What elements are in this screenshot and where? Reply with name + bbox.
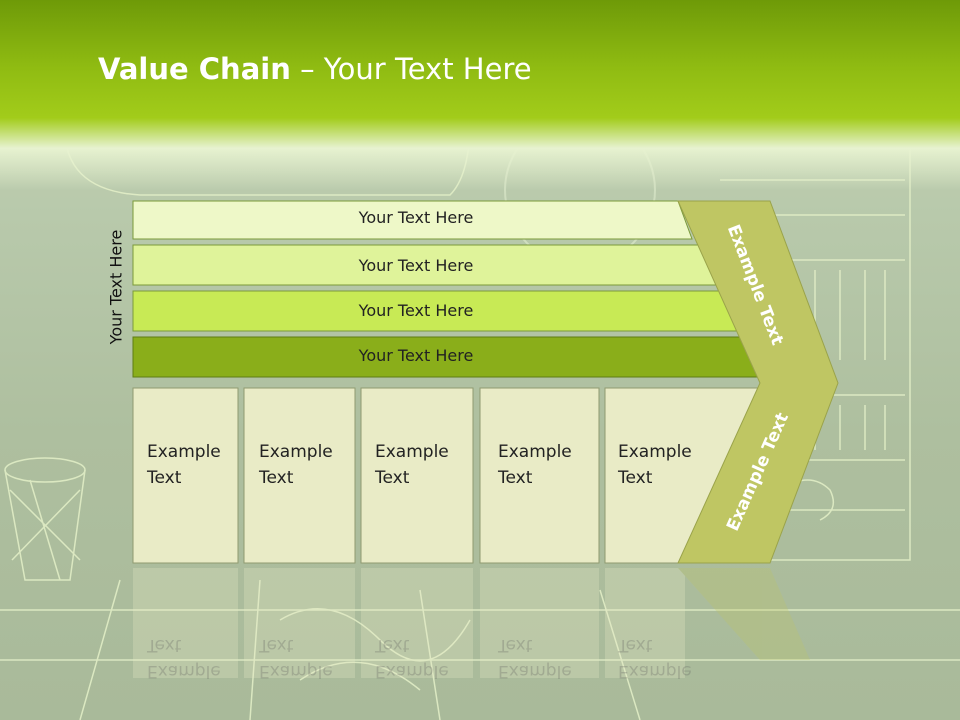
row-label-4: Your Text Here — [358, 346, 474, 365]
chevron-arrow — [677, 200, 839, 564]
box-4 — [479, 387, 600, 564]
row-label-2: Your Text Here — [358, 256, 474, 275]
row-label-1: Your Text Here — [358, 208, 474, 227]
box-3 — [360, 387, 474, 564]
title-bar: Value Chain – Your Text Here — [0, 0, 960, 190]
box-1 — [132, 387, 239, 564]
row-bar-1 — [132, 200, 693, 240]
row-label-3: Your Text Here — [358, 301, 474, 320]
box-2 — [243, 387, 356, 564]
reflection — [133, 568, 810, 678]
slide-title: Value Chain – Your Text Here — [98, 52, 532, 86]
